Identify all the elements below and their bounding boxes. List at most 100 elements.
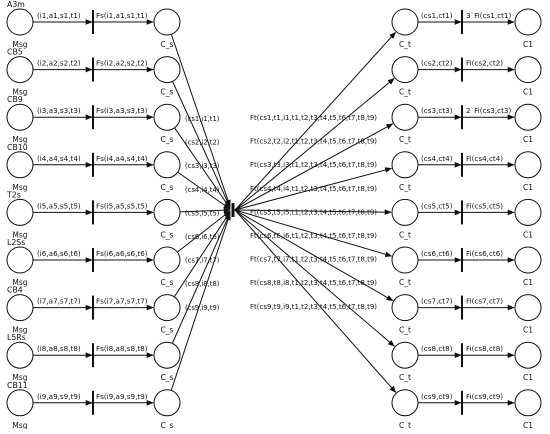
ft-transition-label: Ft(cs9,t9,i9,t1,t2,t3,t4,t5,t6,t7,t8,t9) [250, 303, 377, 311]
transition-label: Fs(i7,a7,s7,t7) [96, 297, 148, 306]
place-name-label: A3m [7, 0, 25, 9]
c1-place[interactable] [514, 8, 542, 36]
arc-label: (cs4,ct4) [421, 154, 453, 163]
arc-label: (cs3,i3,t3) [185, 162, 220, 170]
transition-label: Fi(cs2,ct2) [466, 59, 503, 68]
place-name-label: L2Ss [7, 238, 25, 247]
transition-label: Fs(i4,a4,s4,t4) [96, 154, 148, 163]
arc-label: (cs9,ct9) [421, 392, 453, 401]
place-type-label: Msg [12, 421, 27, 429]
arc-label: (cs4,i4,t4) [185, 186, 220, 194]
msg-place[interactable] [6, 389, 34, 417]
cs-place[interactable] [153, 389, 181, 417]
arc-ft-to-ct [234, 209, 392, 215]
transition-label: Fs(i5,a5,s5,t5) [96, 201, 148, 210]
transition-label: 2`Fi(cs3,ct3) [466, 106, 511, 115]
place-type-label: Msg [12, 230, 27, 239]
place-name-label: CB11 [7, 381, 28, 390]
place-type-label: C_t [399, 230, 411, 239]
c1-place[interactable] [514, 56, 542, 84]
arc-cs-to-ft [171, 212, 231, 344]
c1-place[interactable] [514, 294, 542, 322]
arc-label: (cs2,ct2) [421, 59, 453, 68]
ft-transition-label: Ft(cs2,t2,i2,t1,t2,t3,t4,t5,t6,t7,t8,t9) [250, 138, 377, 146]
msg-place[interactable] [6, 8, 34, 36]
arc-ft-to-ct [234, 209, 397, 393]
msg-place[interactable] [6, 341, 34, 369]
c1-place[interactable] [514, 103, 542, 131]
arc-ft-to-ct [234, 78, 395, 211]
transition-label: Fi(cs7,ct7) [466, 297, 503, 306]
place-type-label: C1 [523, 421, 533, 429]
ct-place[interactable] [391, 341, 419, 369]
cs-place[interactable] [153, 294, 181, 322]
arc-label: (cs1,ct1) [421, 11, 453, 20]
arc-cs-to-ft [174, 127, 231, 209]
place-type-label: C1 [523, 40, 533, 49]
place-name-label: CB5 [7, 48, 23, 57]
ft-transition-label: Ft(cs7,t7,i7,t1,t2,t3,t4,t5,t6,t7,t8,t9) [250, 256, 377, 264]
ct-place[interactable] [391, 389, 419, 417]
msg-place[interactable] [6, 246, 34, 274]
msg-place[interactable] [6, 151, 34, 179]
arc-ft-to-ct [234, 123, 394, 211]
c1-place[interactable] [514, 246, 542, 274]
msg-place[interactable] [6, 103, 34, 131]
ft-transition-label: Ft(cs5,t5,i5,t1,t2,t3,t4,t5,t6,t7,t8,t9) [250, 208, 377, 216]
c1-place[interactable] [514, 151, 542, 179]
place-type-label: Msg [12, 183, 27, 192]
arc-label: (cs2,i2,t2) [185, 139, 220, 147]
cs-place[interactable] [153, 8, 181, 36]
cs-place[interactable] [153, 198, 181, 226]
transition-label: Fs(i3,a3,s3,t3) [96, 106, 148, 115]
c1-place[interactable] [514, 198, 542, 226]
arc-cs-to-ft [177, 171, 231, 210]
msg-place[interactable] [6, 198, 34, 226]
ct-place[interactable] [391, 103, 419, 131]
cs-place[interactable] [153, 56, 181, 84]
place-type-label: Msg [12, 278, 27, 287]
place-type-label: Msg [12, 88, 27, 97]
cs-place[interactable] [153, 151, 181, 179]
place-type-label: C_t [399, 135, 411, 144]
msg-place[interactable] [6, 56, 34, 84]
place-type-label: C_s [161, 373, 174, 382]
ct-place[interactable] [391, 8, 419, 36]
place-name-label: CB9 [7, 95, 23, 104]
msg-place[interactable] [6, 294, 34, 322]
arc-label: (i7,a7,s7,t7) [37, 297, 81, 306]
ct-place[interactable] [391, 198, 419, 226]
arc-label: (cs8,ct8) [421, 344, 453, 353]
arc-ft-to-ct [234, 209, 393, 257]
arc-label: (i8,a8,s8,t8) [37, 344, 81, 353]
transition-label: Fi(cs5,ct5) [466, 201, 503, 210]
place-type-label: C_s [161, 421, 174, 429]
ct-place[interactable] [391, 56, 419, 84]
transition-label: Fs(i9,a9,s9,t9) [96, 392, 148, 401]
place-name-label: CB4 [7, 286, 23, 295]
place-type-label: Msg [12, 135, 27, 144]
ct-place[interactable] [391, 246, 419, 274]
arc-ft-to-ct [234, 167, 393, 211]
arc-label: (cs6,i6,t6) [185, 233, 220, 241]
arc-label: (i3,a3,s3,t3) [37, 106, 81, 115]
arc-cs-to-ft [173, 211, 231, 298]
cs-place[interactable] [153, 341, 181, 369]
arc-label: (cs3,ct3) [421, 106, 453, 115]
place-name-label: L5Rs [7, 333, 26, 342]
ct-place[interactable] [391, 151, 419, 179]
place-name-label: T2s [6, 190, 21, 199]
ct-place[interactable] [391, 294, 419, 322]
arc-ft-to-ct [234, 31, 397, 211]
transition-label: Fs(i6,a6,s6,t6) [96, 249, 148, 258]
place-type-label: Msg [12, 373, 27, 382]
cs-place[interactable] [153, 246, 181, 274]
arc-label: (cs1,i1,t1) [185, 115, 220, 123]
arc-cs-to-ft [172, 81, 231, 208]
cs-place[interactable] [153, 103, 181, 131]
place-type-label: C_s [161, 230, 174, 239]
c1-place[interactable] [514, 341, 542, 369]
c1-place[interactable] [514, 389, 542, 417]
place-type-label: C1 [523, 230, 533, 239]
